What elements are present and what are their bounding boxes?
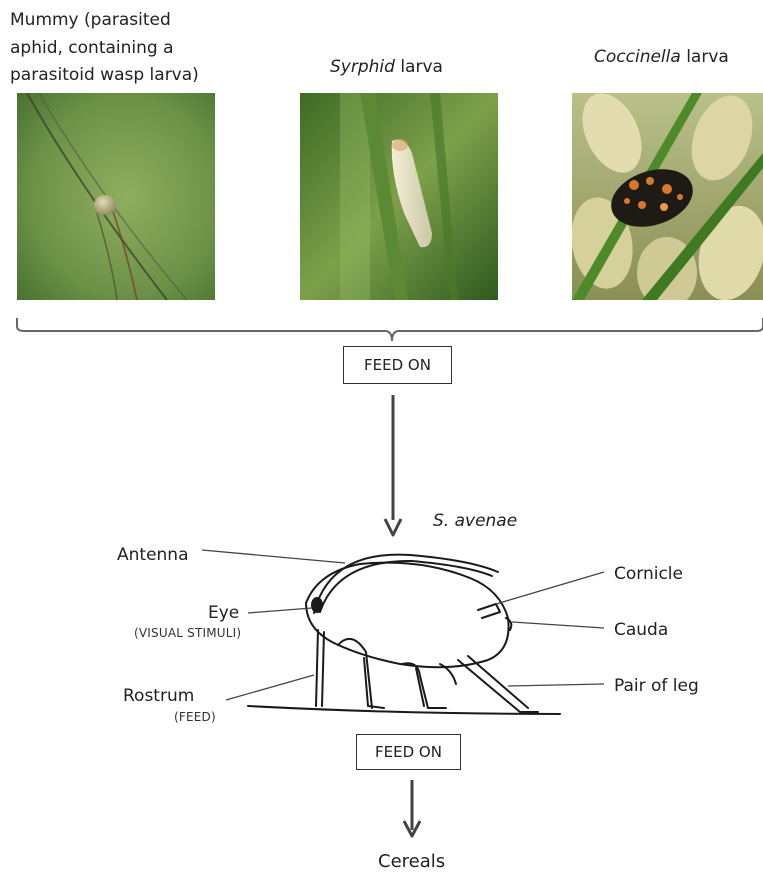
eye-note: (VISUAL STIMULI) xyxy=(134,626,241,640)
feed-on-box-bottom: FEED ON xyxy=(356,734,461,770)
rostrum-label: Rostrum xyxy=(123,684,194,708)
eye-label: Eye xyxy=(208,601,239,625)
feed-on-box-top: FEED ON xyxy=(343,346,452,384)
antenna-leader xyxy=(202,550,345,563)
species-label: S. avenae xyxy=(433,509,517,533)
aphid-drawing xyxy=(248,555,560,714)
grouping-bracket xyxy=(17,318,763,341)
arrow-to-aphid-head xyxy=(385,519,401,535)
pair-of-leg-label: Pair of leg xyxy=(614,674,699,698)
rostrum-leader xyxy=(226,675,314,700)
leg-leader xyxy=(508,684,604,686)
cornicle-leader xyxy=(496,572,604,604)
leader-lines xyxy=(202,550,604,700)
antenna-label: Antenna xyxy=(117,543,189,567)
rostrum-note: (FEED) xyxy=(174,710,216,724)
cauda-label: Cauda xyxy=(614,618,668,642)
cornicle-label: Cornicle xyxy=(614,562,683,586)
eye-leader xyxy=(248,608,312,613)
cereals-label: Cereals xyxy=(378,850,445,874)
cauda-leader xyxy=(512,622,604,628)
